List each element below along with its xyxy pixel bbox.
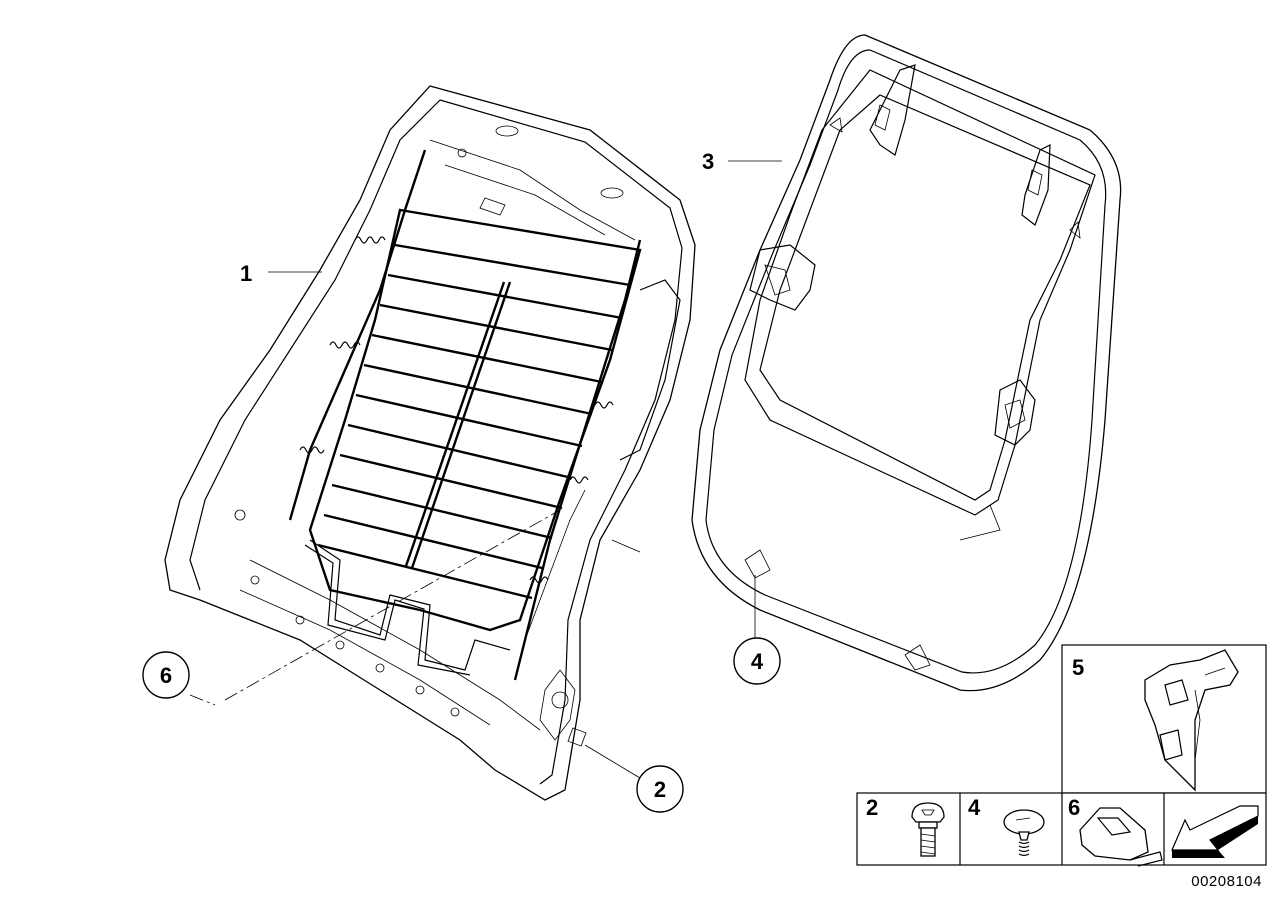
svg-text:4: 4 [751,649,764,674]
legend-label-4: 4 [968,795,981,820]
screw-icon [911,802,945,857]
callout-3: 3 [702,149,714,174]
push-rivet-icon [1003,809,1045,857]
leader-line-6 [189,509,561,706]
clip-part-5 [1144,649,1239,792]
panel-clips [749,64,1051,446]
svg-text:6: 6 [160,663,172,688]
legend-cell-2[interactable]: 2 [866,795,945,857]
inset-panel-5[interactable]: 5 [1061,644,1267,794]
legend-row: 2 4 6 [856,792,1267,867]
rear-panel[interactable] [691,34,1122,692]
callout-1: 1 [240,261,252,286]
reference-number: 00208104 [1191,873,1262,890]
legend-cell-4[interactable]: 4 [968,795,1045,857]
legend-label-2: 2 [866,795,878,820]
arrow-icon [1171,805,1259,858]
legend-cell-6[interactable]: 6 [1068,795,1163,867]
leader-line-2 [584,744,641,779]
callout-4: 4 [733,637,781,685]
svg-text:2: 2 [654,777,666,802]
callout-2: 2 [636,765,684,813]
seat-back-frame[interactable] [164,85,696,801]
tension-springs [299,236,614,584]
legend-label-6: 6 [1068,795,1080,820]
inset-label-5: 5 [1072,655,1084,680]
spring-grid [308,208,642,632]
clip-icon [1079,807,1163,867]
callout-6: 6 [142,651,190,699]
